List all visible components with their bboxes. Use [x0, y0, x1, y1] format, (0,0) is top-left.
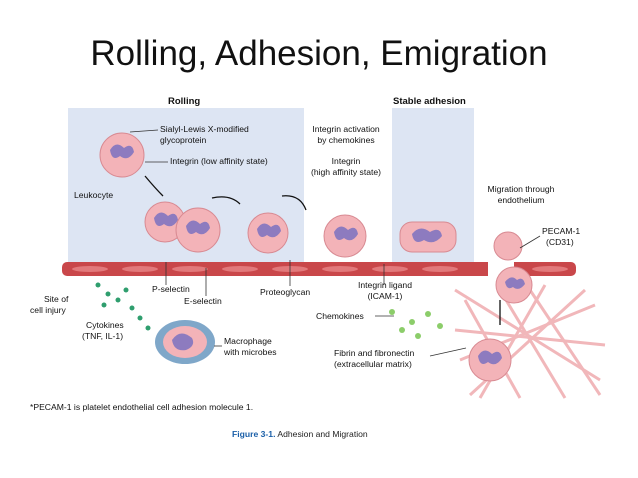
label-p-selectin: P-selectin: [152, 284, 190, 294]
leukocyte-cell-3: [175, 207, 221, 253]
label-macrophage-1: Macrophage: [224, 336, 272, 346]
leukocyte-cell-7: [493, 231, 533, 304]
label-site-2: cell injury: [30, 305, 66, 315]
leukocyte-cell-8: [468, 338, 512, 382]
caption-text: Adhesion and Migration: [277, 429, 368, 439]
label-integrin-high-2: (high affinity state): [310, 167, 382, 177]
label-migration-2: endothelium: [497, 195, 545, 205]
chemokine-dots: [389, 309, 443, 339]
leukocyte-cell-4: [247, 212, 289, 254]
label-integrin-high-1: Integrin: [331, 156, 361, 166]
endothelium: [62, 260, 576, 278]
label-chemokines: Chemokines: [316, 311, 364, 321]
leukocyte-cell-1: [99, 132, 145, 178]
label-cytokines-1: Cytokines: [86, 320, 124, 330]
label-proteoglycan: Proteoglycan: [260, 287, 311, 297]
label-integrin-activation-1: Integrin activation: [312, 124, 380, 134]
label-pecam-1: PECAM-1: [542, 226, 581, 236]
header-rolling: Rolling: [168, 96, 201, 107]
label-e-selectin: E-selectin: [184, 296, 222, 306]
leader-lines: [129, 129, 541, 357]
label-integrin-ligand-1: Integrin ligand: [358, 280, 412, 290]
label-fibrin-1: Fibrin and fibronectin: [334, 348, 415, 358]
label-macrophage-2: with microbes: [224, 347, 277, 357]
label-integrin-activation-2: by chemokines: [317, 135, 375, 145]
fibrin-mesh: [454, 284, 606, 399]
label-fibrin-2: (extracellular matrix): [334, 359, 412, 369]
label-integrin-ligand-2: (ICAM-1): [367, 291, 403, 301]
caption-number: Figure 3-1.: [232, 429, 276, 439]
arrows: [144, 175, 501, 325]
figure-caption: Figure 3-1. Adhesion and Migration: [232, 429, 368, 439]
footnote: *PECAM-1 is platelet endothelial cell ad…: [30, 402, 254, 412]
macrophage-cell: [155, 320, 215, 364]
slide-title: Rolling, Adhesion, Emigration: [90, 34, 548, 73]
label-pecam-2: (CD31): [546, 237, 574, 247]
cytokine-dots: [95, 282, 151, 331]
header-stable-adhesion: Stable adhesion: [393, 96, 466, 107]
label-cytokines-2: (TNF, IL-1): [82, 331, 124, 341]
label-sialyl: Sialyl-Lewis X-modified: [160, 124, 249, 134]
label-integrin-low: Integrin (low affinity state): [170, 156, 268, 166]
label-leukocyte: Leukocyte: [74, 190, 114, 200]
label-migration-1: Migration through: [487, 184, 555, 194]
leukocyte-cell-5: [323, 214, 367, 258]
leukocyte-cell-6: [399, 221, 457, 253]
label-glycoprotein: glycoprotein: [160, 135, 207, 145]
leukocyte-cell-2: [144, 201, 186, 243]
label-site-1: Site of: [44, 294, 69, 304]
